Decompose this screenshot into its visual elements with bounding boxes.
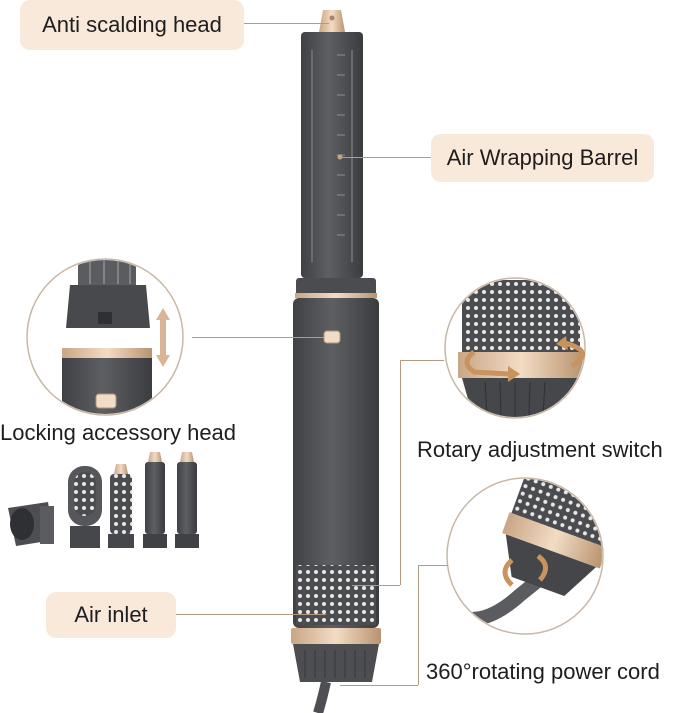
handle — [293, 298, 379, 628]
leader-locking — [192, 337, 324, 338]
cord-rotate-arrows-icon — [502, 553, 548, 587]
leader-rotary-h — [400, 360, 444, 361]
diffuser-accessory — [8, 502, 54, 546]
leader-cord-v — [418, 565, 419, 685]
leader-cord-h — [418, 565, 448, 566]
barrel-accessory-1 — [143, 452, 167, 548]
power-cord — [313, 680, 331, 713]
round-brush-accessory — [108, 464, 134, 548]
rotary-switch-circle — [444, 277, 586, 419]
up-down-arrow-icon — [156, 308, 170, 367]
leader-air-inlet — [176, 614, 326, 615]
leader-rotary-to-inlet — [352, 585, 400, 586]
label-rotary-adjustment-switch: Rotary adjustment switch — [417, 437, 663, 462]
label-air-inlet: Air inlet — [46, 592, 176, 638]
brush-accessory — [68, 466, 102, 548]
accessory-lineup — [8, 452, 199, 548]
leader-anti-scalding — [243, 23, 329, 24]
barrel-accessory-2 — [175, 452, 199, 548]
power-cord-circle — [446, 477, 604, 635]
leader-cord-to-base — [340, 685, 418, 686]
air-wrapping-barrel — [301, 32, 363, 278]
label-360-rotating-power-cord: 360°rotating power cord — [426, 659, 660, 684]
label-locking-accessory-head: Locking accessory head — [0, 420, 237, 445]
label-anti-scalding-head: Anti scalding head — [20, 0, 244, 50]
locking-detail-circle — [26, 258, 184, 416]
label-air-wrapping-barrel: Air Wrapping Barrel — [431, 134, 654, 182]
anti-scalding-tip — [319, 10, 345, 32]
leader-barrel — [340, 157, 432, 158]
leader-rotary-v — [400, 360, 401, 585]
